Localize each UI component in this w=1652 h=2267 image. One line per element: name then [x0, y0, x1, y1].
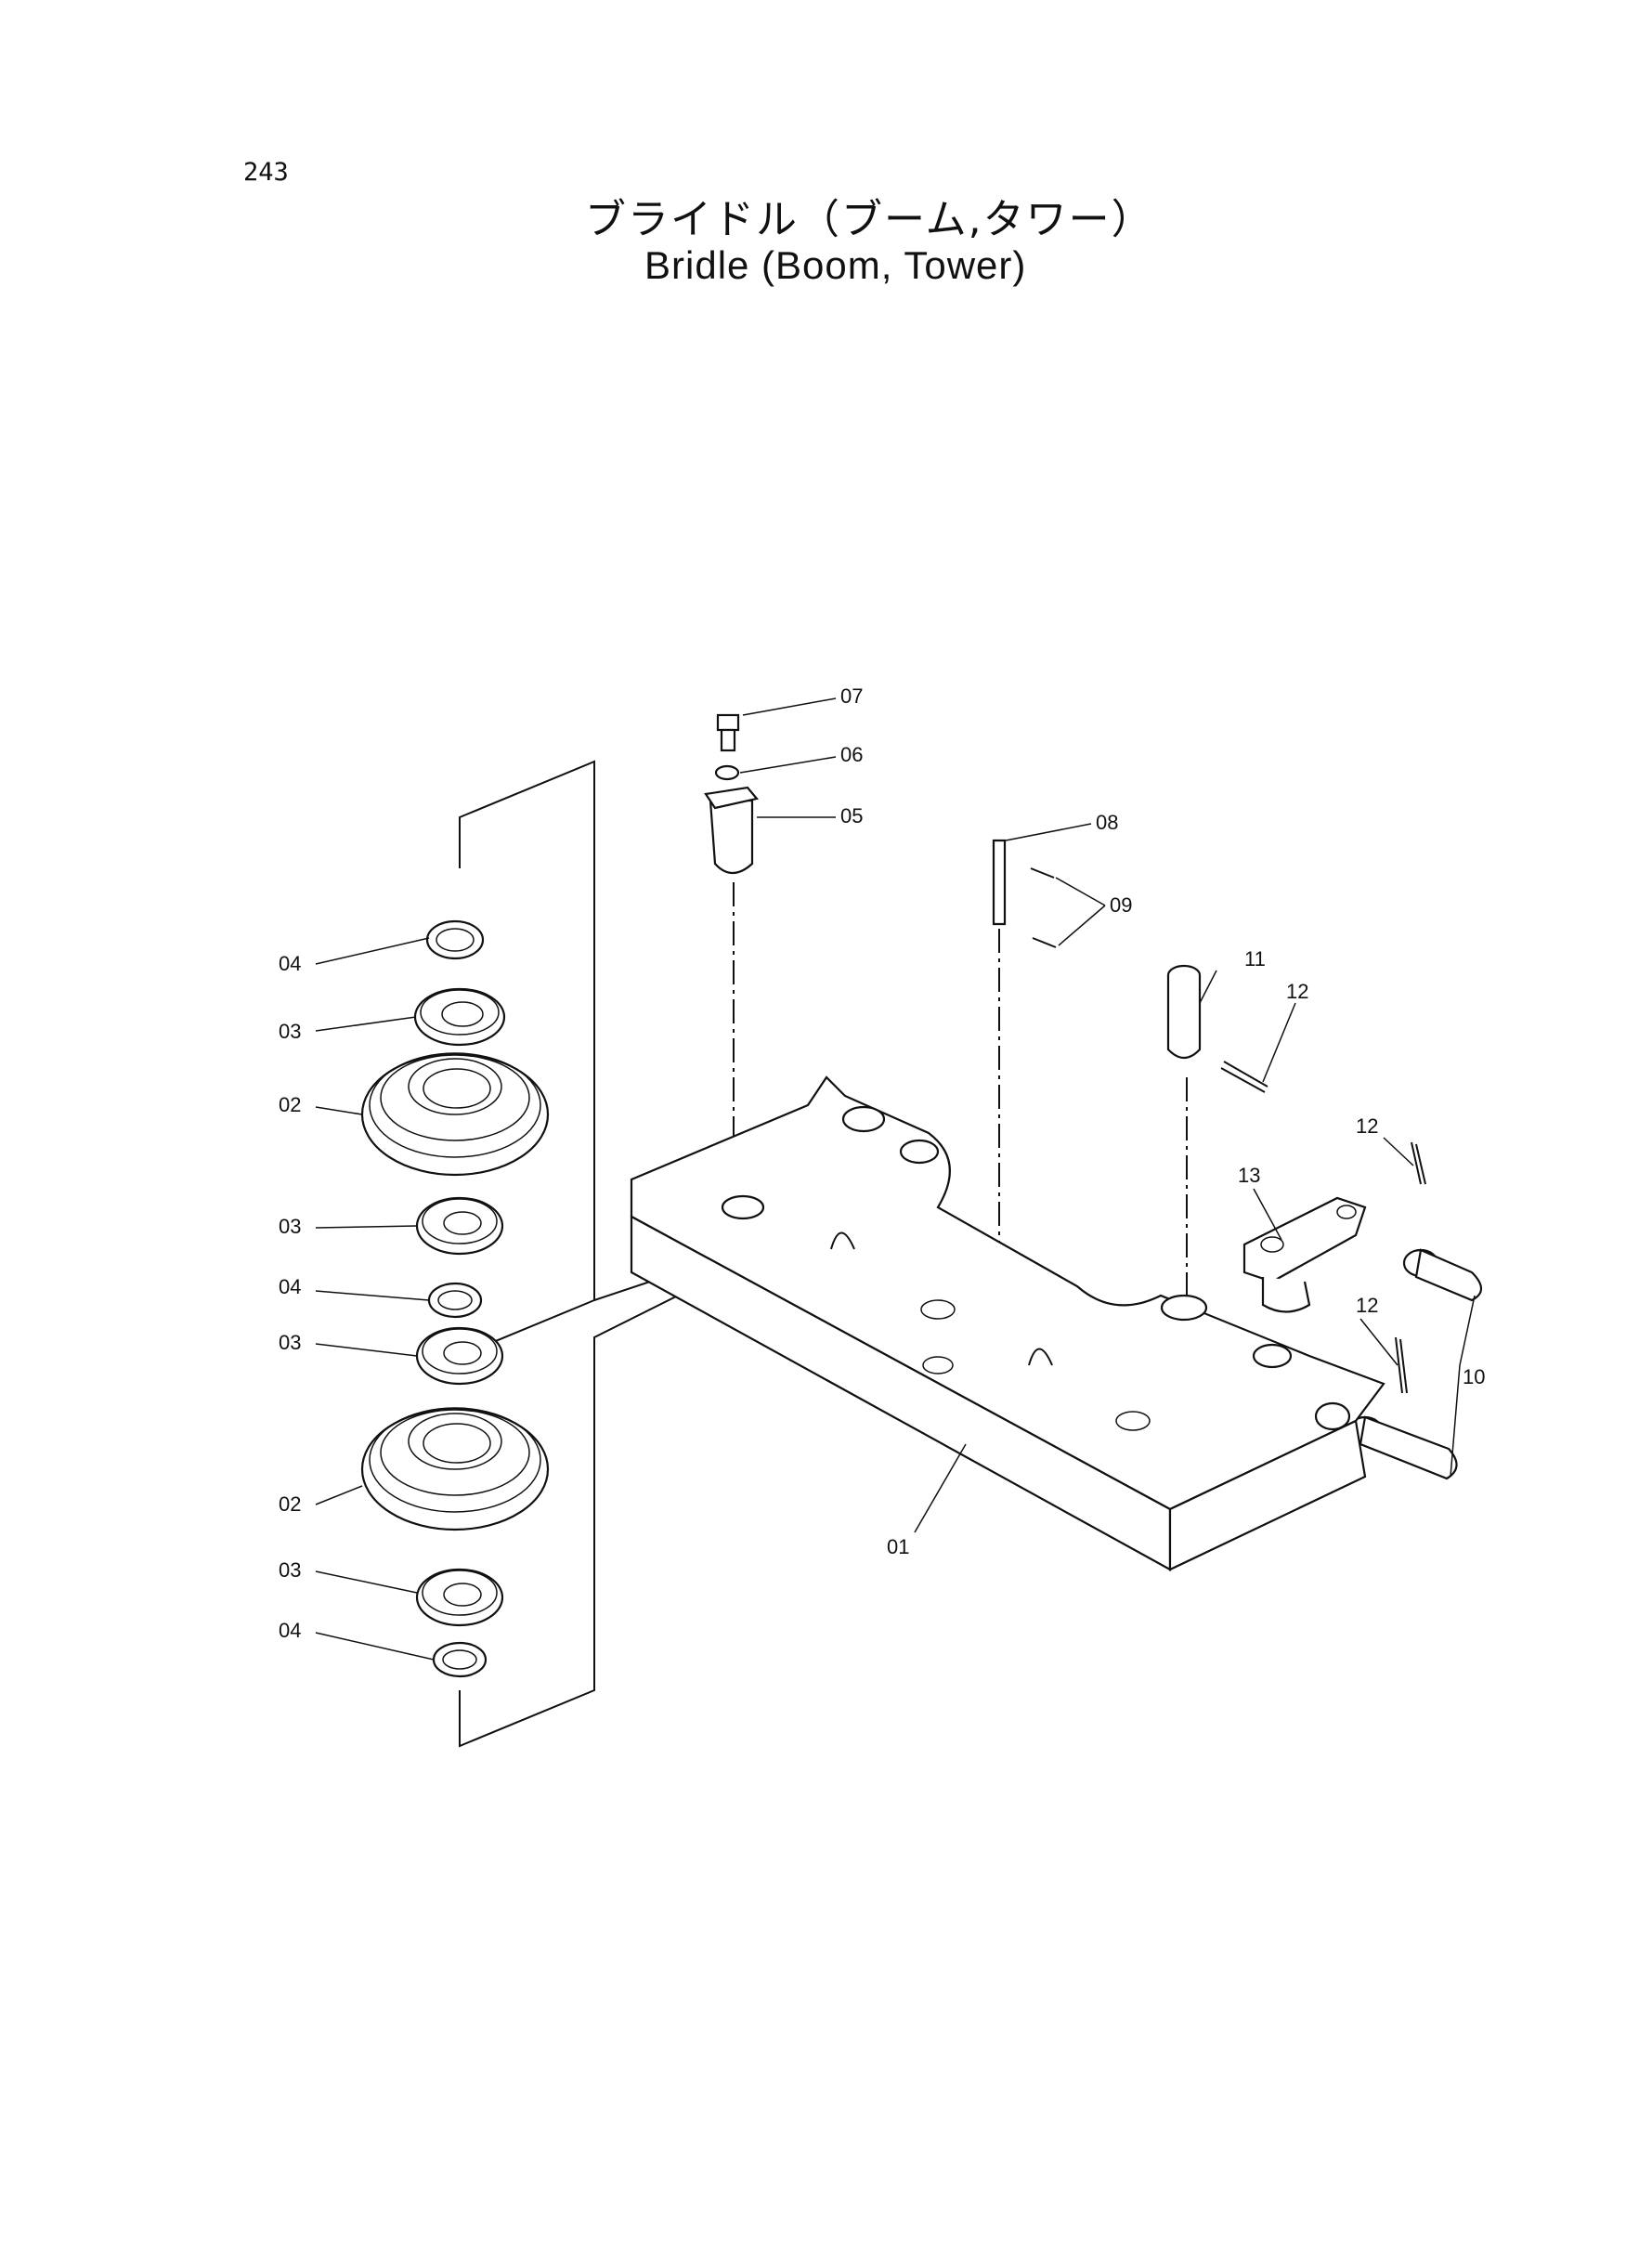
callout-03-3: 03 — [279, 1331, 301, 1354]
part-12-cotter-2 — [1411, 1141, 1426, 1185]
callout-03-4: 03 — [279, 1558, 301, 1582]
part-12-cotter-3 — [1395, 1336, 1408, 1394]
callout-04-bottom: 04 — [279, 1619, 301, 1642]
callout-05: 05 — [840, 804, 863, 827]
part-04-collar-bottom — [432, 1641, 488, 1678]
callout-12-a: 12 — [1286, 980, 1308, 1003]
callout-04-middle: 04 — [279, 1275, 301, 1298]
part-06-washer — [714, 764, 740, 781]
part-09-pins — [1030, 867, 1057, 948]
callout-12-b: 12 — [1356, 1114, 1378, 1138]
part-12-cotter-1 — [1220, 1061, 1268, 1093]
part-08-rod — [992, 839, 1007, 1268]
leader-lines — [315, 697, 1476, 1661]
part-02-pulley-1 — [360, 1052, 550, 1177]
callout-02-1: 02 — [279, 1093, 301, 1116]
page-title-english: Bridle (Boom, Tower) — [644, 243, 1027, 287]
part-03-bearing-1 — [413, 987, 506, 1047]
part-04-collar-middle — [427, 1282, 483, 1319]
part-13-clevis — [1242, 1196, 1367, 1313]
page-title-japanese: ブライドル（ブーム,タワー） — [585, 196, 1154, 243]
callout-03-1: 03 — [279, 1020, 301, 1043]
part-11-pin — [1166, 964, 1202, 1300]
callout-06: 06 — [840, 743, 863, 766]
part-10-pin-upper — [1402, 1248, 1483, 1302]
page-number: 243 — [243, 158, 289, 187]
part-03-bearing-3 — [415, 1326, 504, 1386]
callout-13: 13 — [1238, 1164, 1260, 1187]
callout-01: 01 — [887, 1535, 909, 1558]
callout-10: 10 — [1463, 1365, 1485, 1388]
callout-08: 08 — [1096, 811, 1118, 834]
callout-03-2: 03 — [279, 1215, 301, 1238]
callout-11: 11 — [1244, 947, 1266, 971]
part-03-bearing-4 — [415, 1568, 504, 1627]
part-02-pulley-2 — [360, 1407, 550, 1531]
callout-09: 09 — [1110, 893, 1132, 917]
callout-04-top: 04 — [279, 952, 301, 975]
callout-12-c: 12 — [1356, 1294, 1378, 1317]
part-05-pin — [704, 786, 760, 1207]
callout-02-2: 02 — [279, 1492, 301, 1516]
callout-07: 07 — [840, 684, 863, 708]
part-04-collar-top — [425, 919, 485, 960]
part-07-bolt — [716, 713, 740, 752]
part-01-bridle-frame — [630, 1075, 1385, 1571]
part-03-bearing-2 — [415, 1196, 504, 1256]
